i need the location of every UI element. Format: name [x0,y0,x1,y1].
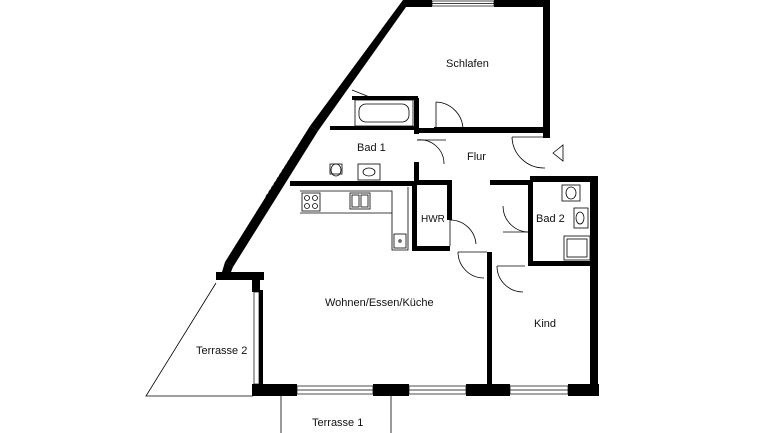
terrasse-1-outline [280,394,392,433]
room-label-schlafen: Schlafen [446,58,489,70]
windows [232,0,569,395]
outer-walls [216,0,599,396]
room-label-bad2: Bad 2 [536,213,565,225]
room-label-flur: Flur [467,151,486,163]
room-label-terrasse1: Terrasse 1 [312,417,364,429]
terrasse-2-outline [145,282,253,397]
room-label-bad1: Bad 1 [357,142,386,154]
doors [416,101,564,293]
fixtures [300,89,591,261]
interior-walls [290,96,596,392]
room-label-wohnen: Wohnen/Essen/Küche [325,297,434,309]
room-label-hwr: HWR [421,214,445,225]
room-label-terrasse2: Terrasse 2 [196,345,248,357]
room-label-kind: Kind [534,318,557,330]
